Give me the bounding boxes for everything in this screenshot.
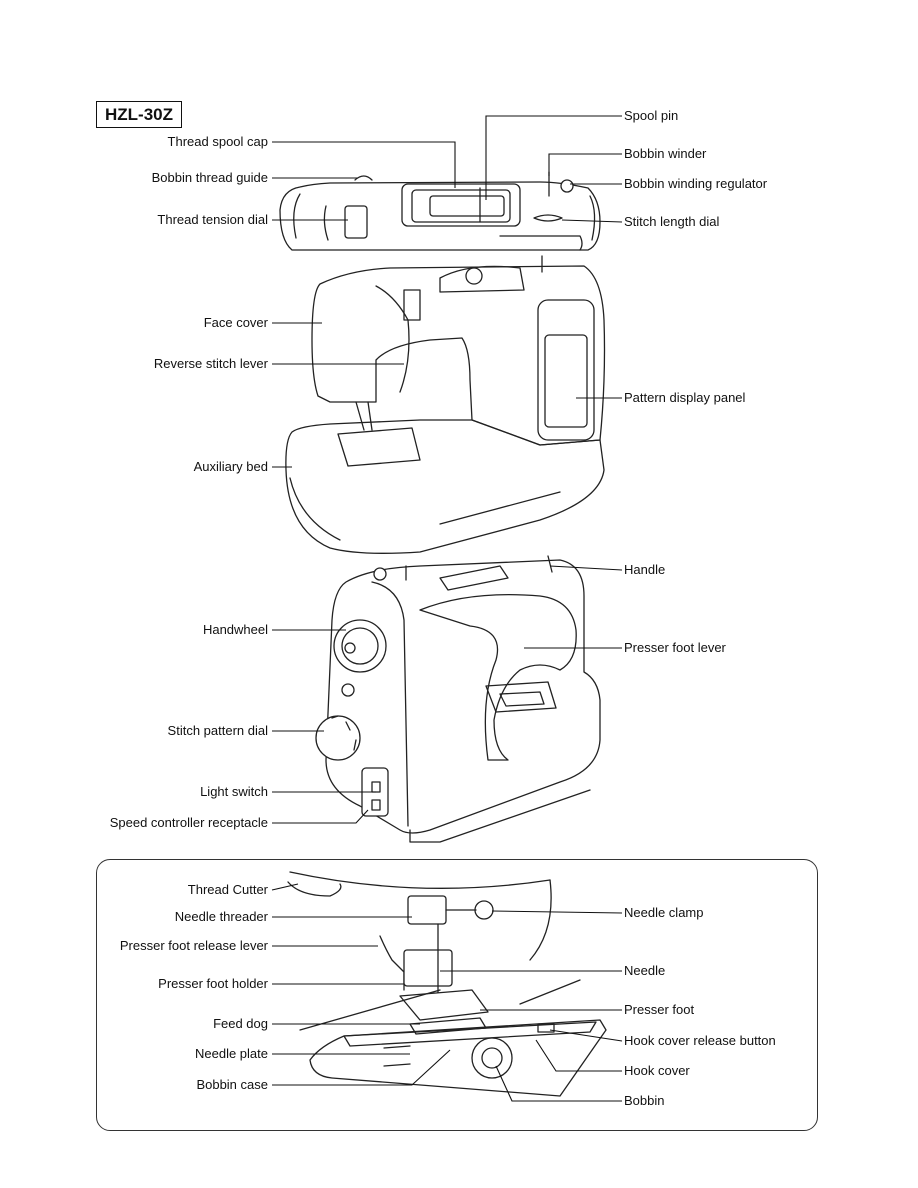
detail-view-frame [96,859,818,1131]
label-thread-cutter: Thread Cutter [187,882,268,897]
top-view-drawing [279,171,601,251]
label-presser-foot-holder: Presser foot holder [158,976,268,991]
label-handwheel: Handwheel [202,622,268,637]
label-speed-controller-receptacle: Speed controller receptacle [109,815,268,830]
label-light-switch: Light switch [200,784,268,799]
label-hook-cover: Hook cover [624,1063,690,1078]
label-bobbin: Bobbin [624,1093,665,1108]
label-pattern-display-panel: Pattern display panel [624,390,746,405]
label-hook-cover-release-button: Hook cover release button [624,1033,776,1048]
label-handle: Handle [624,562,666,577]
label-reverse-stitch-lever: Reverse stitch lever [153,356,268,371]
label-needle-plate: Needle plate [195,1046,268,1061]
label-bobbin-winding-regulator: Bobbin winding regulator [624,176,768,191]
label-feed-dog: Feed dog [213,1016,268,1031]
label-stitch-pattern-dial: Stitch pattern dial [167,723,268,738]
label-bobbin-winder: Bobbin winder [624,146,707,161]
label-face-cover: Face cover [203,315,268,330]
label-needle-threader: Needle threader [174,909,268,924]
front-view-drawing [285,255,606,554]
detail-drawing [287,871,607,1097]
label-needle: Needle [624,963,666,978]
label-stitch-length-dial: Stitch length dial [624,214,720,229]
label-auxiliary-bed: Auxiliary bed [193,459,268,474]
label-needle-clamp: Needle clamp [624,905,704,920]
label-spool-pin: Spool pin [624,108,679,123]
label-presser-foot: Presser foot [624,1002,695,1017]
label-presser-foot-release-lever: Presser foot release lever [119,938,268,953]
label-bobbin-case: Bobbin case [196,1077,268,1092]
model-number-label: HZL-30Z [96,101,182,128]
label-presser-foot-lever: Presser foot lever [624,640,726,655]
rear-view-drawing [315,555,601,843]
label-bobbin-thread-guide: Bobbin thread guide [151,170,268,185]
label-thread-spool-cap: Thread spool cap [167,134,268,149]
label-thread-tension-dial: Thread tension dial [157,212,268,227]
leader-lines [271,115,623,1102]
